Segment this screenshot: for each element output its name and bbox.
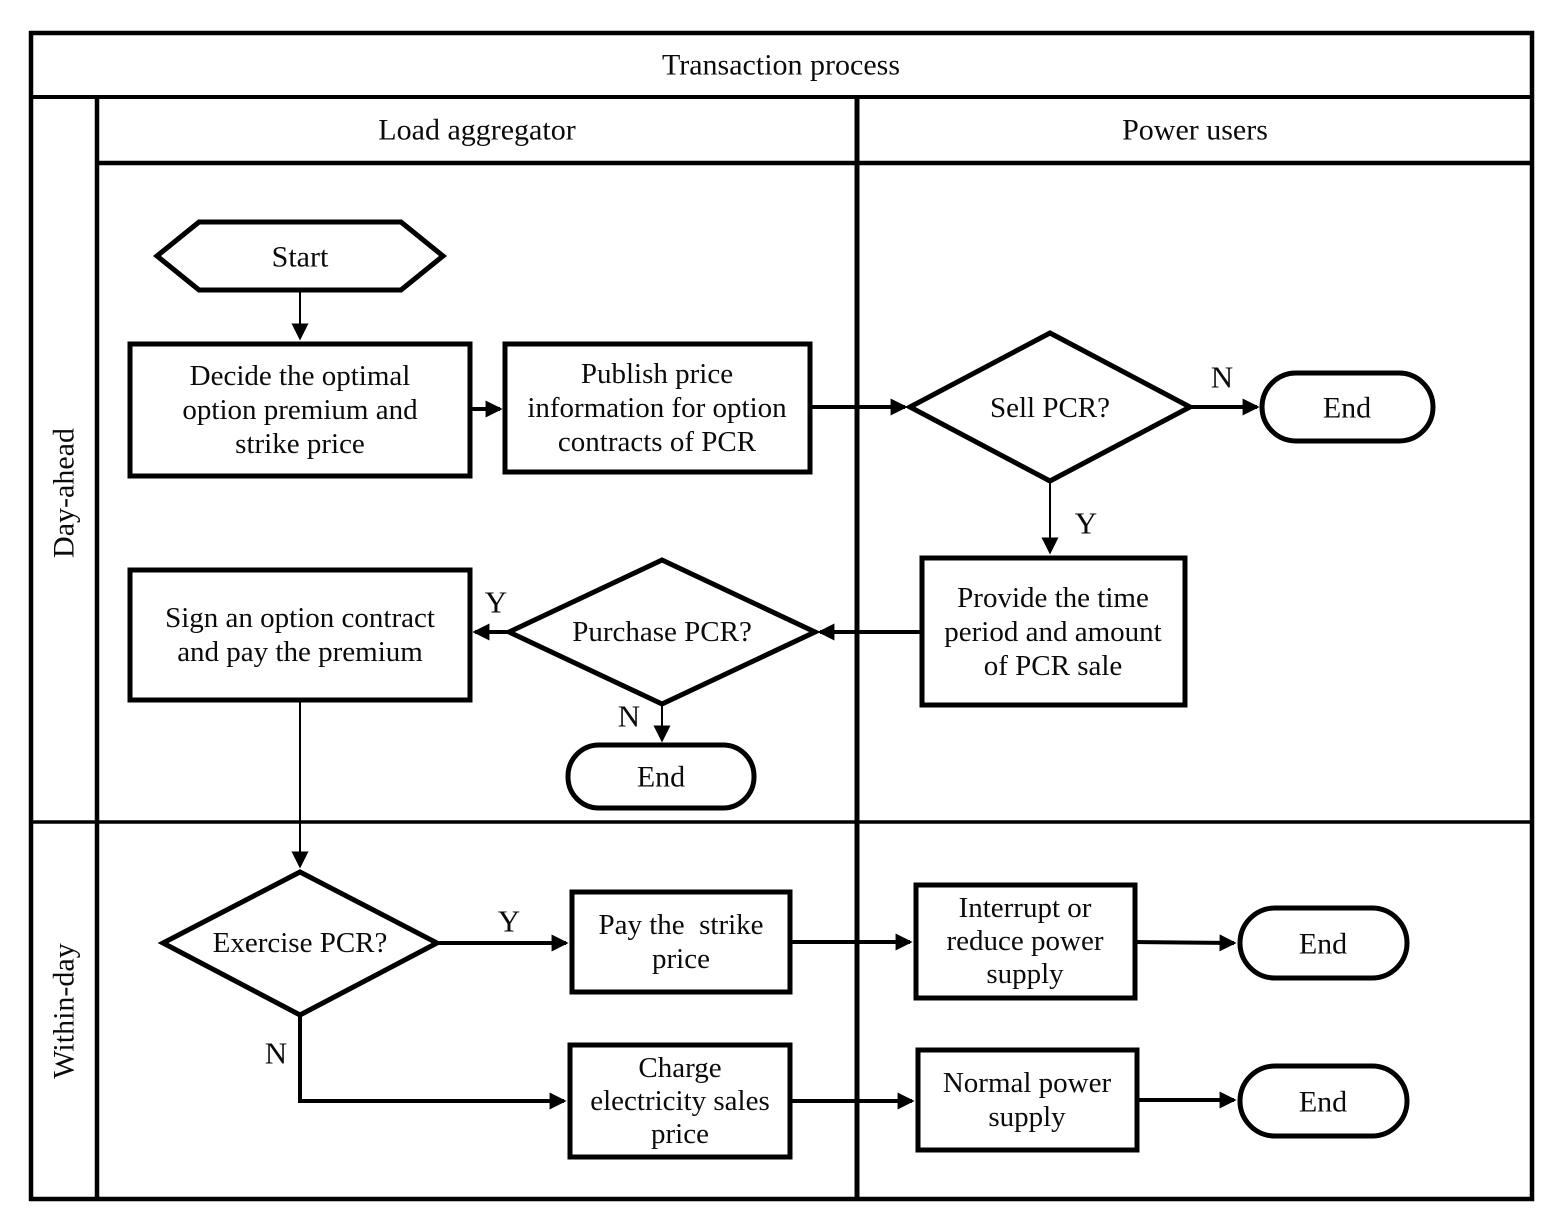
pay-line-2: price — [652, 943, 710, 975]
publish-box — [502, 341, 813, 475]
row-label-day-ahead: Day-ahead — [48, 428, 81, 558]
provide-line-2: period and amount — [944, 616, 1161, 648]
provide-line-1: Provide the time — [957, 582, 1149, 614]
charge-process-node: Charge electricity sales price — [567, 1042, 793, 1160]
edge-label-sell-yes: Y — [1075, 506, 1097, 541]
end-terminal-1: End — [1259, 370, 1436, 444]
provide-box — [919, 555, 1188, 708]
purchase-pcr-label: Purchase PCR? — [572, 616, 752, 648]
decide-process-node: Decide the optimal option premium and st… — [127, 341, 473, 479]
sign-process-node: Sign an option contract and pay the prem… — [127, 567, 473, 703]
exercise-pcr-diamond — [157, 869, 443, 1018]
end-4-stadium — [1237, 1063, 1410, 1139]
pay-box — [569, 889, 793, 995]
edge-label-exercise-no: N — [265, 1036, 287, 1071]
interrupt-line-1: Interrupt or — [959, 892, 1092, 924]
decide-line-3: strike price — [235, 428, 365, 460]
normal-box — [915, 1047, 1140, 1153]
exercise-pcr-decision-node: Exercise PCR? — [157, 869, 443, 1018]
decide-box — [127, 341, 473, 479]
edge-label-sell-no: N — [1211, 360, 1233, 395]
edge-exercise-no-to-charge — [298, 1015, 567, 1110]
start-hexagon — [153, 219, 447, 293]
edge-label-purchase-yes: Y — [485, 585, 507, 620]
pay-process-node: Pay the strike price — [569, 889, 793, 995]
sign-line-1: Sign an option contract — [165, 602, 435, 634]
purchase-pcr-diamond — [503, 557, 821, 707]
end-4-label: End — [1299, 1086, 1347, 1119]
start-node: Start — [153, 219, 447, 293]
lane-header-power-users: Power users — [1122, 114, 1268, 147]
edge-interrupt-to-end — [1134, 934, 1237, 952]
sign-line-2: and pay the premium — [177, 636, 423, 668]
normal-line-2: supply — [988, 1101, 1066, 1133]
sell-pcr-decision-node: Sell PCR? — [904, 330, 1196, 484]
publish-line-1: Publish price — [581, 358, 733, 390]
end-terminal-4: End — [1237, 1063, 1410, 1139]
edge-label-purchase-no: N — [618, 699, 640, 734]
end-terminal-2: End — [565, 742, 757, 811]
diagram-title: Transaction process — [662, 49, 900, 82]
charge-line-2: electricity sales — [590, 1085, 770, 1117]
interrupt-box — [913, 882, 1138, 1001]
provide-line-3: of PCR sale — [984, 650, 1123, 682]
sell-pcr-diamond — [904, 330, 1196, 484]
end-2-label: End — [637, 761, 685, 794]
sign-box — [127, 567, 473, 703]
interrupt-line-3: supply — [986, 958, 1064, 990]
end-1-stadium — [1259, 370, 1436, 444]
end-3-stadium — [1237, 905, 1410, 981]
decide-line-1: Decide the optimal — [190, 360, 411, 392]
publish-process-node: Publish price information for option con… — [502, 341, 813, 475]
decide-line-2: option premium and — [182, 394, 418, 426]
publish-line-2: information for option — [527, 392, 787, 424]
purchase-pcr-decision-node: Purchase PCR? — [503, 557, 821, 707]
sell-pcr-label: Sell PCR? — [990, 392, 1110, 424]
interrupt-line-2: reduce power — [947, 925, 1104, 957]
edge-label-exercise-yes: Y — [498, 904, 520, 939]
interrupt-process-node: Interrupt or reduce power supply — [913, 882, 1138, 1001]
end-terminal-3: End — [1237, 905, 1410, 981]
normal-line-1: Normal power — [943, 1067, 1112, 1099]
charge-box — [567, 1042, 793, 1160]
charge-line-1: Charge — [638, 1052, 721, 1084]
end-3-label: End — [1299, 928, 1347, 961]
outer-border — [28, 30, 1535, 1202]
charge-line-3: price — [651, 1118, 709, 1150]
swimlane-grid — [28, 30, 1535, 1202]
end-1-label: End — [1323, 392, 1371, 425]
end-2-stadium — [565, 742, 757, 811]
edge-labels: N Y Y N Y N — [265, 360, 1233, 1071]
lane-header-load-aggregator: Load aggregator — [378, 114, 575, 147]
start-label: Start — [272, 241, 329, 274]
pay-line-1: Pay the strike — [598, 909, 763, 941]
normal-process-node: Normal power supply — [915, 1047, 1140, 1153]
publish-line-3: contracts of PCR — [558, 426, 757, 458]
row-label-within-day: Within-day — [48, 943, 81, 1078]
exercise-pcr-label: Exercise PCR? — [213, 927, 388, 959]
provide-process-node: Provide the time period and amount of PC… — [919, 555, 1188, 708]
